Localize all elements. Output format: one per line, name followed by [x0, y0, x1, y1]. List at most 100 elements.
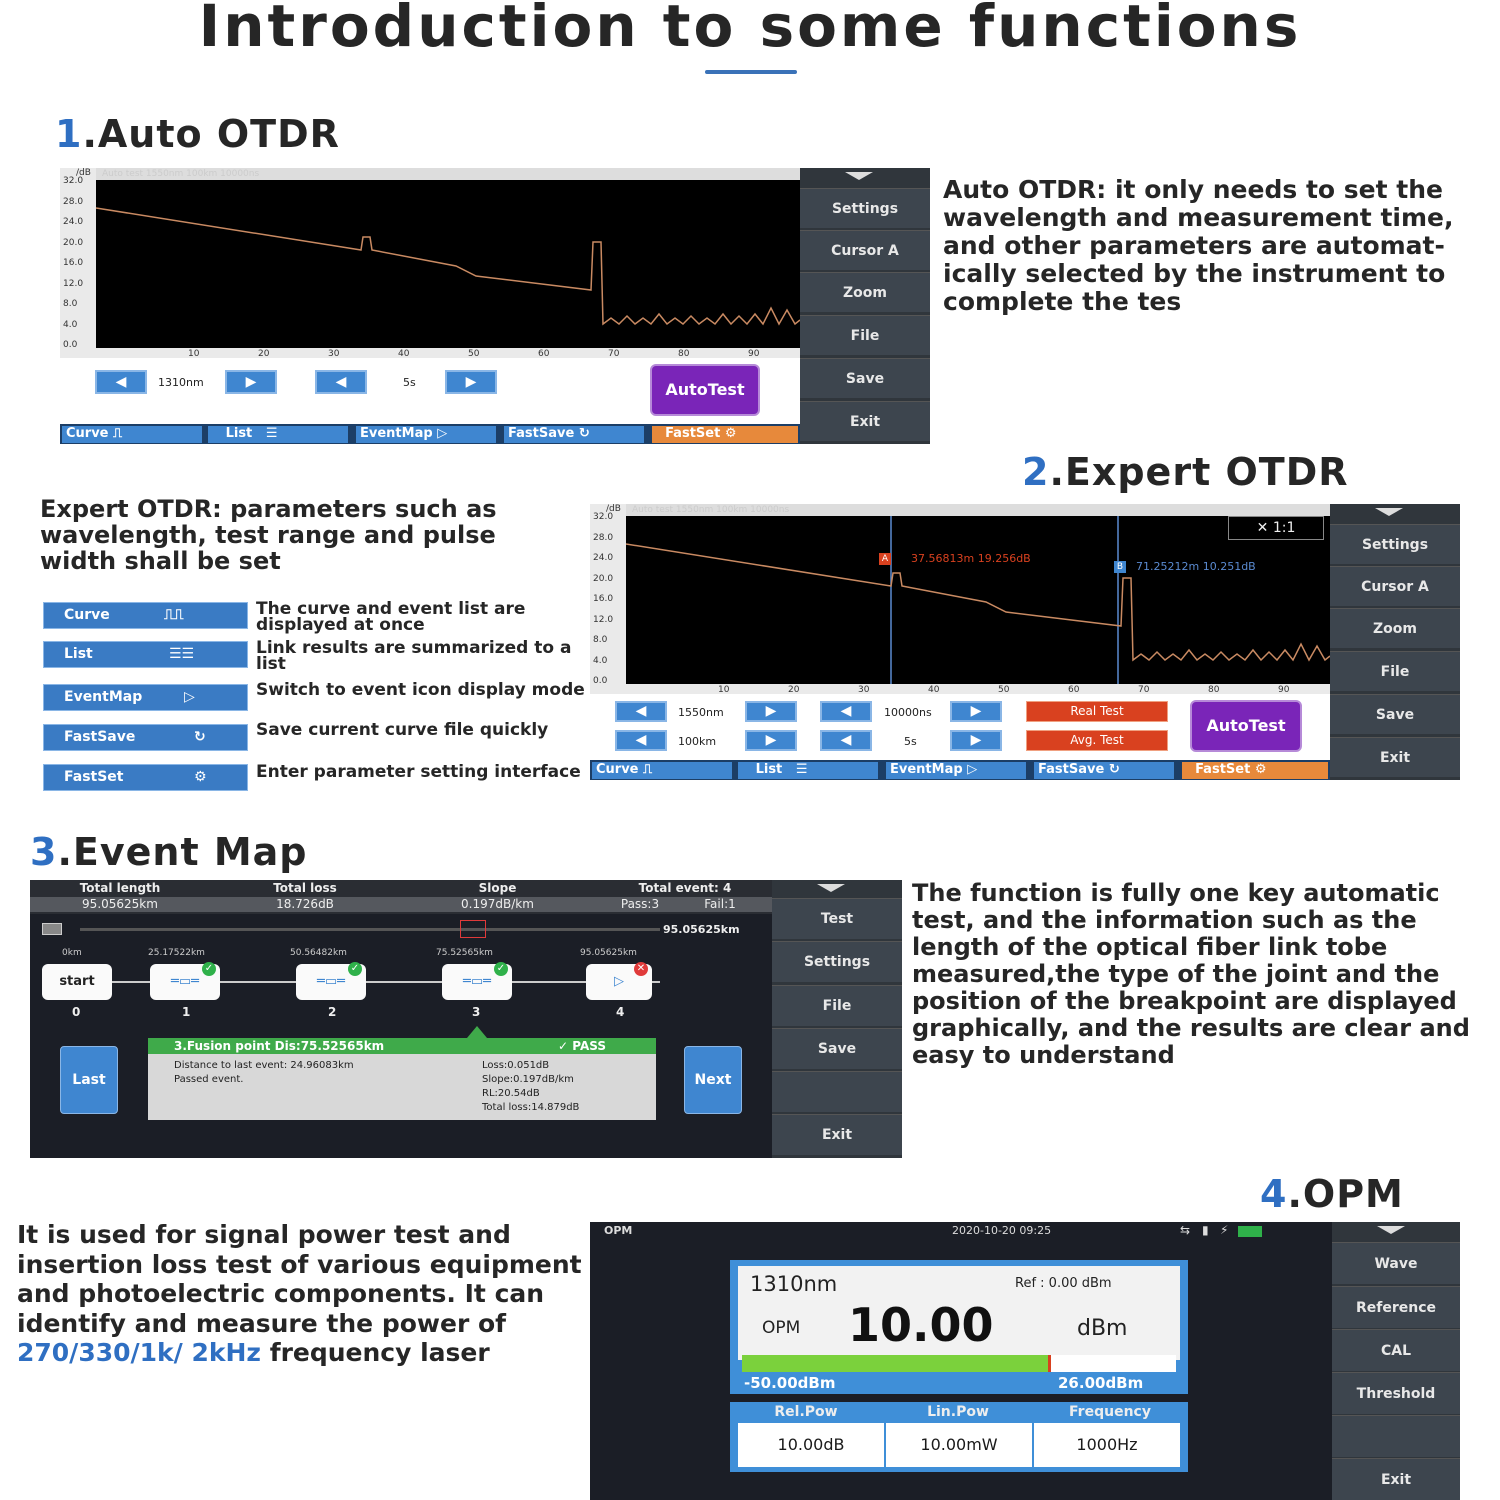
legend-label: Curve [64, 607, 110, 623]
pulse-prev-button[interactable]: ◀ [820, 701, 872, 722]
reference-button[interactable]: Reference [1332, 1286, 1460, 1328]
next-event-button[interactable]: Next [684, 1046, 742, 1114]
legend-fastset-text: Enter parameter setting interface [256, 762, 581, 782]
file-button[interactable]: File [772, 985, 902, 1026]
cursor-a-button[interactable]: Cursor A [800, 230, 930, 270]
autotest-button[interactable]: AutoTest [1190, 700, 1302, 752]
section-4-heading: 4.OPM [1260, 1172, 1404, 1216]
node-km: 25.17522km [148, 948, 205, 958]
wavelength-next-button[interactable]: ▶ [745, 701, 797, 722]
x-tick-label: 40 [928, 685, 940, 695]
eventmap-icon: ▷ [967, 762, 978, 777]
charging-icon: ⚡ [1220, 1223, 1229, 1237]
section-title: .OPM [1287, 1172, 1404, 1216]
save-button[interactable]: Save [772, 1028, 902, 1069]
time-next-button[interactable]: ▶ [445, 370, 497, 394]
tab-fastset[interactable]: FastSet ⚙ [1182, 762, 1328, 779]
tab-fastset[interactable]: FastSet ⚙ [652, 426, 798, 443]
avg-test-button[interactable]: Avg. Test [1026, 730, 1168, 751]
fiber-end-icon: ▷ [614, 974, 624, 989]
real-test-button[interactable]: Real Test [1026, 701, 1168, 722]
cursor-a-button[interactable]: Cursor A [1330, 566, 1460, 606]
test-button[interactable]: Test [772, 898, 902, 939]
x-tick-label: 10 [188, 349, 200, 359]
section-3-heading: 3.Event Map [30, 830, 308, 874]
exit-button[interactable]: Exit [800, 401, 930, 441]
threshold-button[interactable]: Threshold [1332, 1372, 1460, 1414]
trace-plot[interactable]: A 37.56813m 19.256dB B 71.25212m 10.251d… [625, 516, 1331, 684]
opm-desc-a: It is used for signal power test and ins… [17, 1220, 582, 1338]
scale-marker[interactable] [460, 920, 486, 938]
section-title: .Auto OTDR [82, 112, 340, 156]
tab-eventmap[interactable]: EventMap ▷ [356, 426, 496, 443]
eventmap-icon: ▷ [184, 689, 195, 705]
event-node-4[interactable]: ▷ [586, 964, 652, 1000]
save-button[interactable]: Save [1330, 694, 1460, 734]
exit-button[interactable]: Exit [1332, 1458, 1460, 1500]
wavelength-prev-button[interactable]: ◀ [615, 701, 667, 722]
exit-button[interactable]: Exit [772, 1114, 902, 1155]
rel-pow-header: Rel.Pow [774, 1404, 838, 1420]
time-prev-button[interactable]: ◀ [315, 370, 367, 394]
wave-button[interactable]: Wave [1332, 1242, 1460, 1284]
tab-label: FastSet [665, 426, 721, 441]
y-tick-label: 0.0 [63, 340, 78, 350]
tab-fastsave[interactable]: FastSave ↻ [1034, 762, 1174, 779]
fastsave-icon: ↻ [194, 729, 206, 745]
zoom-button[interactable]: Zoom [800, 272, 930, 312]
x-tick-label: 50 [998, 685, 1010, 695]
y-tick-label: 32.0 [63, 176, 84, 186]
detail-title: 3.Fusion point Dis:75.52565km [174, 1039, 385, 1053]
tab-eventmap[interactable]: EventMap ▷ [886, 762, 1026, 779]
range-prev-button[interactable]: ◀ [615, 730, 667, 751]
x-tick-label: 40 [398, 349, 410, 359]
wavelength-next-button[interactable]: ▶ [225, 370, 277, 394]
legend-list-text: Link results are summarized to a list [256, 638, 572, 674]
right-menu: Wave Reference CAL Threshold Exit [1332, 1222, 1460, 1500]
time-prev-button[interactable]: ◀ [820, 730, 872, 751]
settings-button[interactable]: Settings [1330, 524, 1460, 564]
last-event-button[interactable]: Last [60, 1046, 118, 1114]
exit-button[interactable]: Exit [1330, 737, 1460, 777]
settings-button[interactable]: Settings [772, 941, 902, 982]
trace-plot[interactable] [95, 180, 801, 348]
curve-icon: ⎍ [643, 762, 653, 777]
file-button[interactable]: File [1330, 651, 1460, 691]
tab-fastsave[interactable]: FastSave ↻ [504, 426, 644, 443]
tab-list[interactable]: List ☰ [738, 762, 878, 779]
zoom-ratio-button[interactable]: ✕ 1:1 [1228, 516, 1324, 540]
node-index: 1 [182, 1005, 191, 1019]
settings-button[interactable]: Settings [800, 188, 930, 228]
pulse-next-button[interactable]: ▶ [950, 701, 1002, 722]
zoom-button[interactable]: Zoom [1330, 608, 1460, 648]
y-tick-label: 16.0 [63, 258, 84, 268]
menu-arrow-icon [1377, 1226, 1405, 1234]
empty-menu-slot[interactable] [772, 1071, 902, 1112]
sd-card-icon: ▮ [1202, 1223, 1209, 1237]
tab-list[interactable]: List ☰ [208, 426, 348, 443]
slope-value: 0.197dB/km [461, 897, 534, 911]
check-circle-icon: ✓ [558, 1039, 569, 1053]
event-node-start[interactable]: start [42, 964, 112, 1000]
reference-value: Ref : 0.00 dBm [1015, 1276, 1112, 1291]
tab-curve[interactable]: Curve ⎍ [592, 762, 732, 779]
frequency-header: Frequency [1069, 1404, 1151, 1420]
pulse-value: 10000ns [884, 706, 932, 719]
eventmap-icon: ▷ [437, 426, 448, 441]
empty-menu-slot[interactable] [1332, 1415, 1460, 1457]
save-button[interactable]: Save [800, 358, 930, 398]
file-button[interactable]: File [800, 315, 930, 355]
event-map-screen: Total length Total loss Slope Total even… [30, 880, 902, 1158]
section-number: 3 [30, 830, 58, 874]
range-next-button[interactable]: ▶ [745, 730, 797, 751]
cal-button[interactable]: CAL [1332, 1329, 1460, 1371]
wavelength-prev-button[interactable]: ◀ [95, 370, 147, 394]
expert-otdr-description: Expert OTDR: parameters such as waveleng… [40, 495, 497, 575]
legend-eventmap-text: Switch to event icon display mode [256, 680, 585, 700]
tab-curve[interactable]: Curve ⎍ [62, 426, 202, 443]
time-next-button[interactable]: ▶ [950, 730, 1002, 751]
x-tick-label: 70 [608, 349, 620, 359]
control-row: ◀ 1310nm ▶ ◀ 5s ▶ AutoTest [60, 358, 800, 424]
autotest-button[interactable]: AutoTest [650, 364, 760, 416]
